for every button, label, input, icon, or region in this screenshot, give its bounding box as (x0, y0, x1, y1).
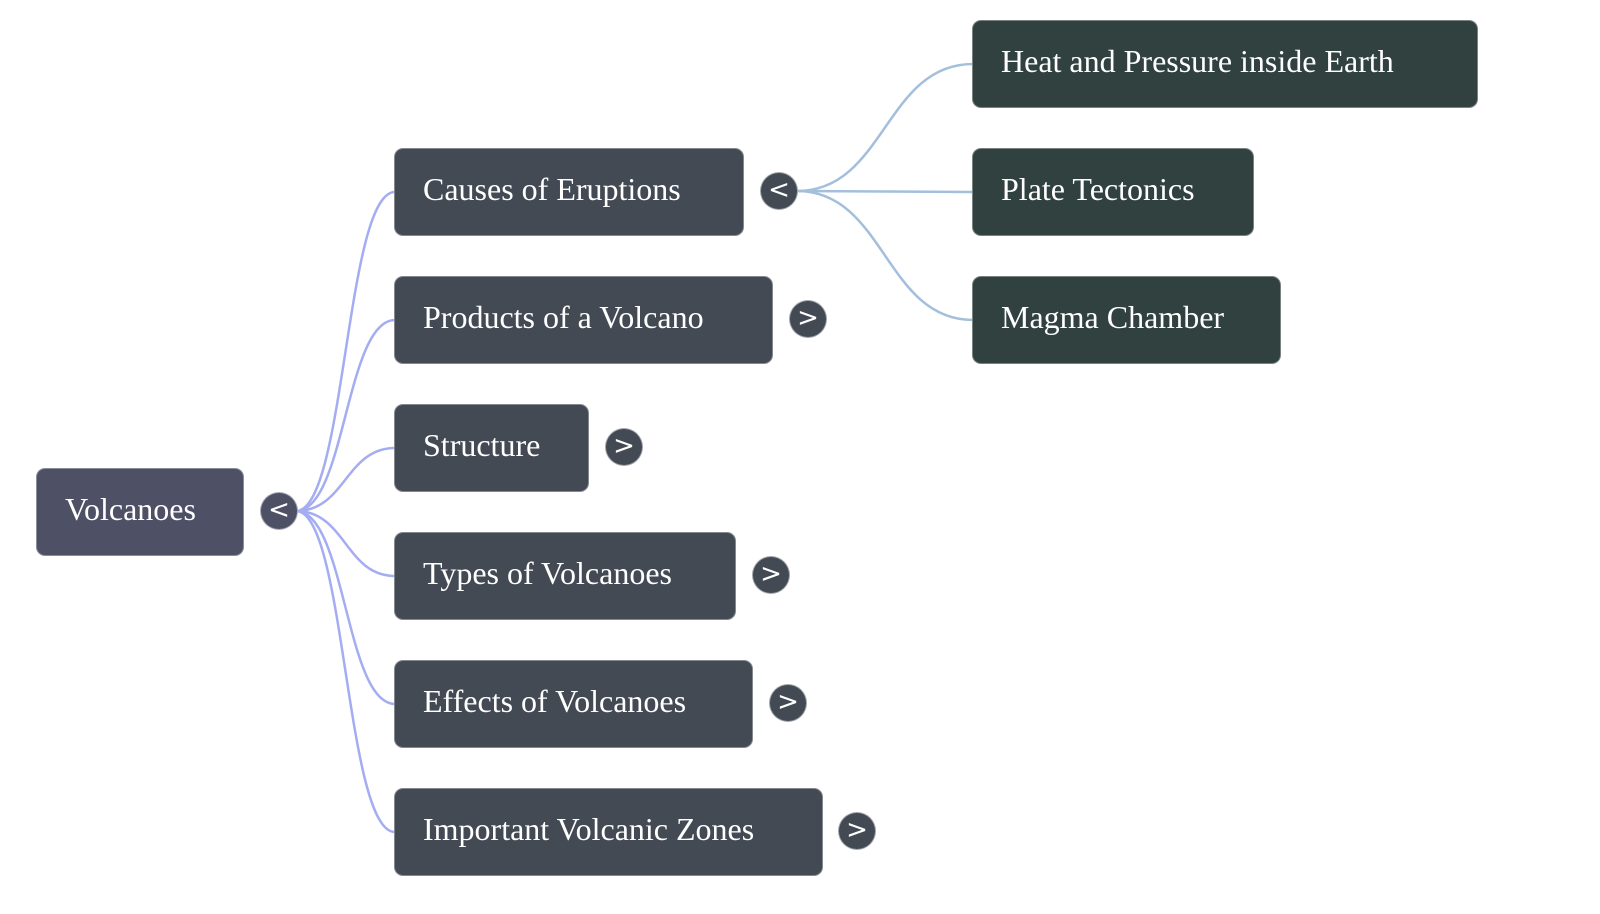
branch-node-causes-of-eruptions[interactable]: Causes of Eruptions (394, 148, 744, 236)
root-branch-connector (295, 509, 396, 834)
root-branch-connector (295, 509, 396, 706)
leaf-node-magma-chamber[interactable]: Magma Chamber (972, 276, 1281, 364)
collapse-toggle-icon[interactable]: < (760, 172, 798, 210)
branch-node-types-of-volcanoes[interactable]: Types of Volcanoes (394, 532, 736, 620)
root-collapse-toggle-icon[interactable]: < (260, 492, 298, 530)
root-node-label: Volcanoes (65, 491, 196, 527)
branch-node-products-of-a-volcano[interactable]: Products of a Volcano (394, 276, 773, 364)
branch-node-structure[interactable]: Structure (394, 404, 589, 492)
root-branch-connector (295, 190, 396, 513)
root-branch-connector (295, 509, 396, 578)
branch-label: Types of Volcanoes (423, 555, 672, 591)
branch-label: Structure (423, 427, 541, 463)
leaf-node-plate-tectonics[interactable]: Plate Tectonics (972, 148, 1254, 236)
expand-toggle-icon[interactable]: > (838, 812, 876, 850)
leaf-node-heat-and-pressure[interactable]: Heat and Pressure inside Earth (972, 20, 1478, 108)
expand-toggle-icon[interactable]: > (789, 300, 827, 338)
expand-toggle-icon[interactable]: > (769, 684, 807, 722)
branch-label: Causes of Eruptions (423, 171, 681, 207)
leaf-label: Magma Chamber (1001, 299, 1225, 335)
branch-label: Products of a Volcano (423, 299, 704, 335)
branch-node-effects-of-volcanoes[interactable]: Effects of Volcanoes (394, 660, 753, 748)
branch-leaf-connector (796, 62, 974, 193)
branch-label: Effects of Volcanoes (423, 683, 687, 719)
branch-label: Important Volcanic Zones (423, 811, 755, 847)
branch-leaf-connector (796, 189, 974, 194)
leaf-label: Heat and Pressure inside Earth (1001, 43, 1394, 79)
expand-toggle-icon[interactable]: > (605, 428, 643, 466)
root-node[interactable]: Volcanoes (36, 468, 244, 556)
root-branch-connector (295, 446, 396, 513)
leaf-label: Plate Tectonics (1001, 171, 1195, 207)
branch-node-important-volcanic-zones[interactable]: Important Volcanic Zones (394, 788, 823, 876)
branch-leaf-connector (796, 189, 974, 322)
root-branch-connector (295, 318, 396, 513)
expand-toggle-icon[interactable]: > (752, 556, 790, 594)
